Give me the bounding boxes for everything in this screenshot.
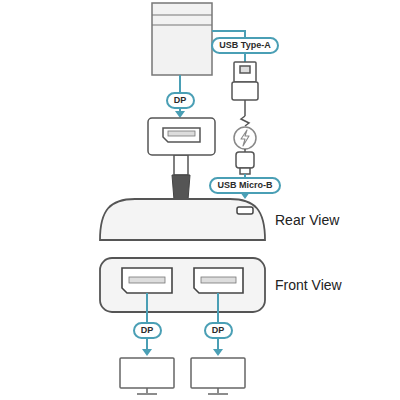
usb-micro-b-plug xyxy=(236,149,254,174)
power-symbol xyxy=(234,127,256,149)
adapter-view: Front View xyxy=(100,258,265,312)
tag-text: DP xyxy=(212,326,225,335)
connector-tag: USB Micro-B xyxy=(209,177,281,194)
adapter-rear xyxy=(100,199,265,240)
adapter-view: Rear View xyxy=(100,199,265,241)
connector-line xyxy=(147,312,148,322)
computer-tower xyxy=(152,3,212,75)
tag-text: USB Type-A xyxy=(219,41,270,50)
monitor-arrows xyxy=(142,339,223,356)
adapter-front xyxy=(100,258,265,312)
connector-tag: USB Type-A xyxy=(211,37,279,54)
connector-tag: DP xyxy=(133,322,162,339)
usb-cable xyxy=(241,100,249,126)
usb-type-a-plug xyxy=(232,62,258,100)
view-label: Front View xyxy=(275,277,342,293)
tag-text: DP xyxy=(174,96,187,105)
monitor xyxy=(120,358,245,394)
tag-text: USB Micro-B xyxy=(217,181,272,190)
tag-text: DP xyxy=(141,326,154,335)
view-label: Rear View xyxy=(275,212,339,228)
connector-line xyxy=(218,312,219,322)
connector-tag: DP xyxy=(166,92,195,109)
connector-tag: DP xyxy=(204,322,233,339)
dp-connector xyxy=(148,118,215,200)
